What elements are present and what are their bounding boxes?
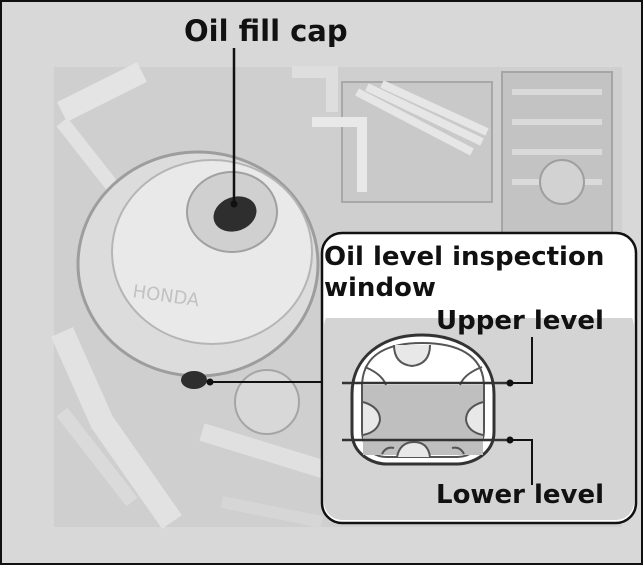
upper-level-label: Upper level <box>436 306 604 336</box>
fill-cap-hole <box>213 196 257 232</box>
sight-glass <box>342 333 507 466</box>
inspection-window-label-line1: Oil level inspection <box>324 242 605 272</box>
inspection-window-label: Oil level inspection window <box>324 242 604 304</box>
window-leader <box>206 378 324 386</box>
engine-side-cover: HONDA <box>76 150 320 435</box>
fill-cap-leader <box>230 48 238 208</box>
frame-tubes <box>51 62 335 529</box>
lower-level-leader <box>506 436 533 485</box>
inspection-window-spot <box>181 371 207 389</box>
upper-level-leader <box>506 337 533 387</box>
inspection-window-label-line2: window <box>324 273 436 303</box>
oil-fill-cap-label: Oil fill cap <box>184 14 348 48</box>
cylinder-block <box>292 66 613 243</box>
lower-level-label: Lower level <box>436 480 604 510</box>
inspection-window-inset <box>320 231 638 525</box>
